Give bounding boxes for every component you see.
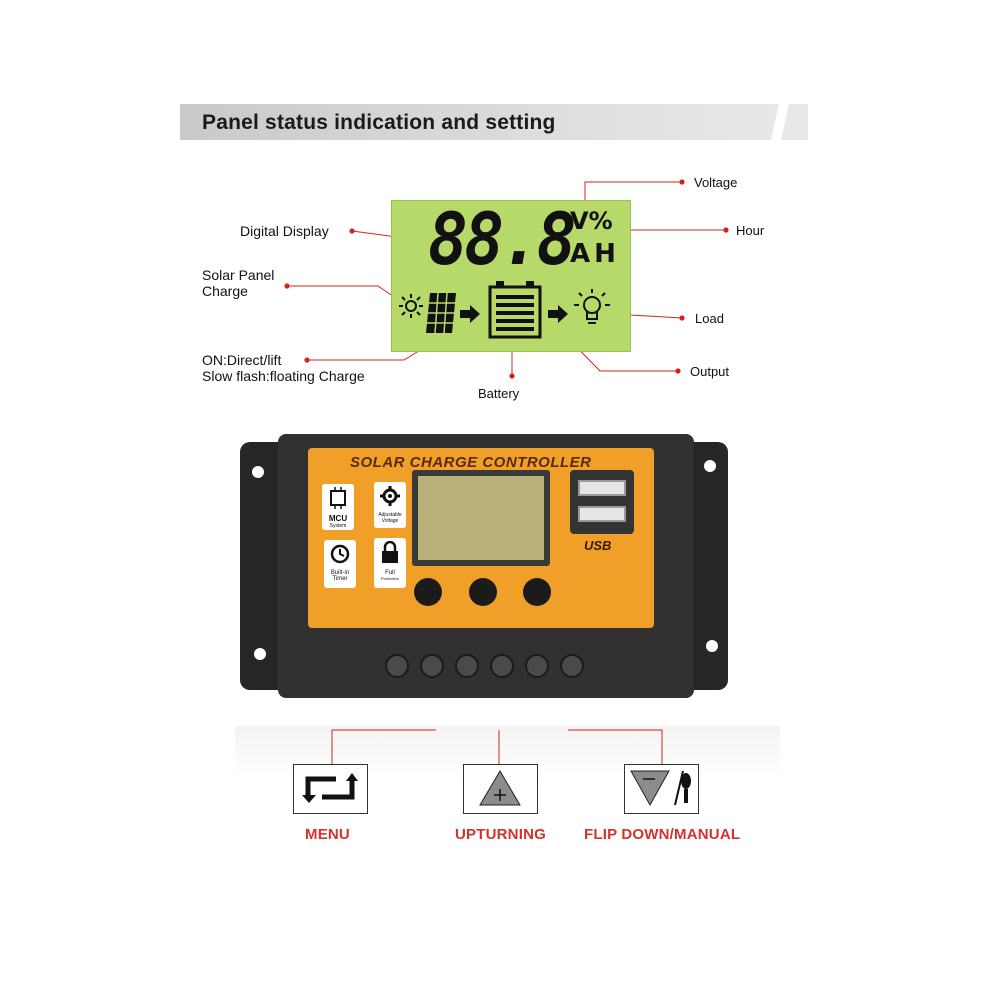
lcd-unit-top: V% bbox=[570, 207, 613, 235]
down-button-icon-box[interactable] bbox=[624, 764, 699, 814]
badge-adjustable-label: Adjustable bbox=[378, 512, 402, 518]
up-button-icon-box[interactable] bbox=[463, 764, 538, 814]
sun-icon bbox=[399, 294, 423, 318]
menu-caption: MENU bbox=[305, 826, 350, 843]
usb-port[interactable] bbox=[578, 506, 626, 522]
badge-adjustable-sub: Voltage bbox=[381, 518, 399, 524]
callout-on-direct-1: ON:Direct/lift bbox=[202, 352, 282, 368]
terminal bbox=[385, 654, 409, 678]
output-arrow-icon bbox=[548, 305, 568, 323]
badge-timer-label: Built-in bbox=[330, 570, 350, 576]
header-bar bbox=[180, 104, 808, 140]
lcd-unit-bottom: AH bbox=[570, 239, 620, 269]
badge-protection-sub: Protection bbox=[380, 576, 399, 581]
down-hardware-button[interactable] bbox=[523, 578, 551, 606]
controller-screen-glass bbox=[418, 476, 544, 560]
up-hardware-button[interactable] bbox=[469, 578, 497, 606]
lock-icon bbox=[382, 540, 398, 563]
page-title: Panel status indication and setting bbox=[202, 111, 556, 134]
badge-protection-label: Full bbox=[385, 570, 395, 576]
down-caption: FLIP DOWN/MANUAL bbox=[584, 826, 741, 843]
callout-voltage: Voltage bbox=[694, 175, 738, 190]
terminal bbox=[490, 654, 514, 678]
chip-icon bbox=[330, 487, 346, 509]
callout-solar-panel-2: Charge bbox=[202, 283, 248, 299]
lcd-digits: 88.8 bbox=[428, 197, 576, 281]
mount-hole bbox=[252, 466, 264, 478]
controller-title: SOLAR CHARGE CONTROLLER bbox=[350, 454, 592, 471]
terminal bbox=[420, 654, 444, 678]
controller-device: SOLAR CHARGE CONTROLLER MCU System Adjus… bbox=[240, 432, 728, 698]
badge-mcu: MCU System bbox=[322, 484, 354, 530]
badge-timer-sub: Timer bbox=[332, 576, 348, 582]
menu-hardware-button[interactable] bbox=[414, 578, 442, 606]
callout-solar-panel-1: Solar Panel bbox=[202, 267, 275, 283]
callout-hour: Hour bbox=[736, 223, 765, 238]
gear-icon bbox=[380, 486, 400, 506]
usb-port-housing bbox=[570, 470, 634, 534]
badge-mcu-sub: System bbox=[329, 523, 347, 529]
triangle-down-manual-icon bbox=[630, 770, 691, 807]
terminal bbox=[525, 654, 549, 678]
usb-port[interactable] bbox=[578, 480, 626, 496]
controller-screen bbox=[412, 470, 550, 566]
terminal bbox=[560, 654, 584, 678]
bulb-icon bbox=[574, 289, 610, 324]
up-caption: UPTURNING bbox=[455, 826, 546, 843]
mount-hole bbox=[704, 460, 716, 472]
usb-label: USB bbox=[584, 538, 612, 553]
callout-on-direct-2: Slow flash:floating Charge bbox=[202, 368, 365, 384]
badge-adjustable: Adjustable Voltage bbox=[374, 482, 406, 528]
callout-digital-display: Digital Display bbox=[240, 223, 329, 239]
mount-hole bbox=[706, 640, 718, 652]
callout-load: Load bbox=[695, 311, 724, 326]
triangle-up-plus-icon bbox=[479, 770, 521, 806]
lcd-display: 88.8 V% AH bbox=[391, 197, 631, 352]
callout-battery: Battery bbox=[478, 386, 520, 401]
menu-button-icon-box[interactable] bbox=[293, 764, 368, 814]
charge-arrow-icon bbox=[460, 305, 480, 323]
menu-cycle-icon bbox=[302, 773, 358, 803]
clock-icon bbox=[330, 544, 350, 564]
badge-mcu-label: MCU bbox=[328, 514, 348, 523]
badge-timer: Built-in Timer bbox=[324, 540, 356, 588]
terminal bbox=[455, 654, 479, 678]
badge-protection: Full Protection bbox=[374, 538, 406, 588]
solar-panel-icon bbox=[426, 292, 456, 334]
callout-output: Output bbox=[690, 364, 730, 379]
mount-hole bbox=[254, 648, 266, 660]
battery-icon bbox=[488, 281, 542, 339]
